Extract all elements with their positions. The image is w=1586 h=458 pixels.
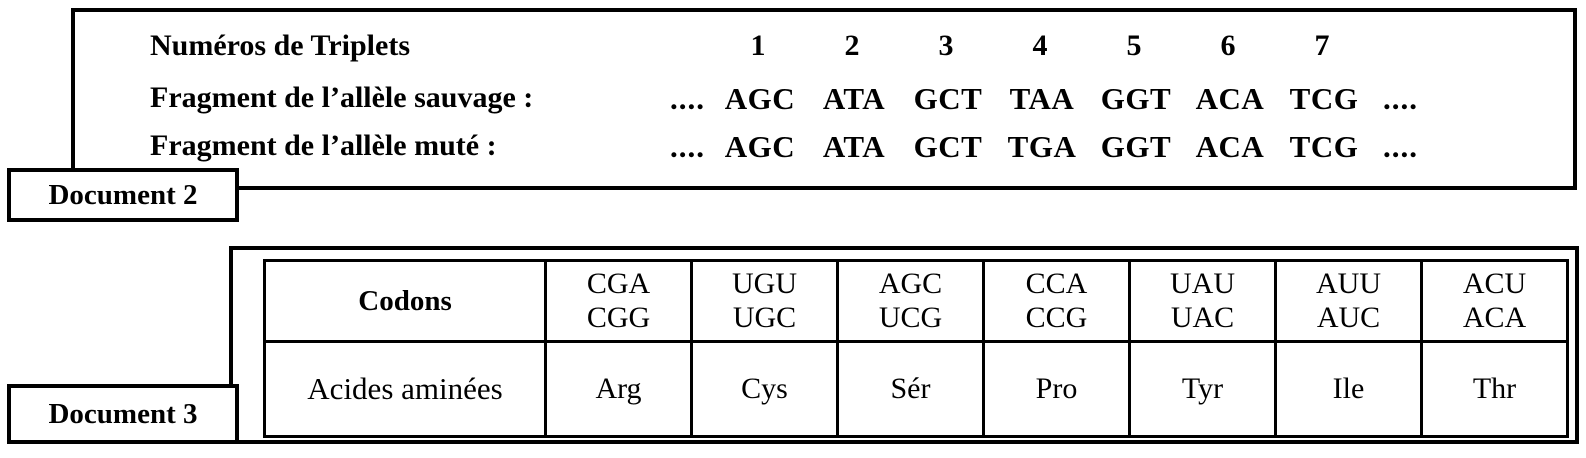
codon-1-line-2: CGG: [586, 301, 651, 334]
codon-2-line-2: UGC: [732, 301, 797, 334]
codon-4-line-2: CCG: [1025, 301, 1088, 334]
wild-allele-sequence: .... AGC ATA GCT TAA GGT ACA TCG ....: [670, 83, 1450, 114]
triplet-number-6: 6: [1220, 29, 1236, 62]
codon-cell-1: CGA CGG: [544, 259, 693, 343]
triplet-number-4: 4: [1032, 29, 1048, 62]
codon-5-line-2: UAC: [1170, 301, 1235, 334]
codon-7-line-2: ACA: [1462, 301, 1527, 334]
wild-codon-4: TAA: [1009, 80, 1075, 116]
mutant-allele-label: Fragment de l’allèle muté :: [150, 129, 497, 162]
triplet-number-1: 1: [750, 29, 766, 62]
wild-allele-label: Fragment de l’allèle sauvage :: [150, 81, 534, 114]
amino-acid-cell-4: Pro: [982, 340, 1131, 438]
triplet-numbers-label: Numéros de Triplets: [150, 29, 410, 62]
triplet-number-7: 7: [1314, 29, 1330, 62]
codon-amino-acid-table: Codons CGA CGG UGU UGC AGC UCG: [263, 259, 1569, 438]
row-header-amino-acids: Acides aminées: [263, 340, 547, 438]
triplet-numbers-sequence: 1 2 3 4 5 6 7: [670, 31, 1450, 61]
row-header-codons: Codons: [263, 259, 547, 343]
codon-cell-2: UGU UGC: [690, 259, 839, 343]
amino-acid-cell-7: Thr: [1420, 340, 1569, 438]
wild-codon-7: TCG: [1289, 80, 1359, 116]
wild-codon-3: GCT: [913, 80, 983, 116]
mutant-codon-5: GGT: [1100, 128, 1172, 164]
wild-codon-6: ACA: [1195, 80, 1265, 116]
document-2-frame: [71, 8, 1577, 190]
codon-6-line-2: AUC: [1316, 301, 1381, 334]
wild-codon-1: AGC: [724, 80, 796, 116]
mutant-codon-4: TGA: [1007, 128, 1077, 164]
table-row-codons: Codons CGA CGG UGU UGC AGC UCG: [263, 259, 1569, 343]
codon-4-line-1: CCA: [1025, 267, 1088, 301]
amino-acid-cell-2: Cys: [690, 340, 839, 438]
mutant-allele-trailing-ellipsis: ....: [1383, 128, 1418, 164]
mutant-codon-2: ATA: [822, 128, 886, 164]
document-2-label: Document 2: [7, 168, 239, 222]
mutant-allele-leading-ellipsis: ....: [670, 128, 705, 164]
amino-acid-cell-6: Ile: [1274, 340, 1423, 438]
wild-codon-5: GGT: [1100, 80, 1172, 116]
mutant-codon-7: TCG: [1289, 128, 1359, 164]
mutant-allele-row: Fragment de l’allèle muté : .... AGC ATA…: [150, 126, 1450, 166]
wild-allele-trailing-ellipsis: ....: [1383, 80, 1418, 116]
codon-cell-5: UAU UAC: [1128, 259, 1277, 343]
table-row-amino-acids: Acides aminées Arg Cys Sér Pro Tyr Ile T…: [263, 340, 1569, 438]
codon-3-line-2: UCG: [878, 301, 943, 334]
wild-codon-2: ATA: [822, 80, 886, 116]
amino-acid-cell-3: Sér: [836, 340, 985, 438]
mutant-codon-6: ACA: [1195, 128, 1265, 164]
codon-cell-6: AUU AUC: [1274, 259, 1423, 343]
document-2-content: Numéros de Triplets 1 2 3 4 5 6 7 Fragme…: [0, 0, 1586, 190]
codon-cell-7: ACU ACA: [1420, 259, 1569, 343]
document-3-label: Document 3: [7, 384, 239, 444]
wild-allele-leading-ellipsis: ....: [670, 80, 705, 116]
codon-2-line-1: UGU: [732, 267, 797, 301]
amino-acid-cell-1: Arg: [544, 340, 693, 438]
triplet-number-5: 5: [1126, 29, 1142, 62]
mutant-codon-3: GCT: [913, 128, 983, 164]
codon-cell-4: CCA CCG: [982, 259, 1131, 343]
codon-3-line-1: AGC: [878, 267, 943, 301]
wild-allele-row: Fragment de l’allèle sauvage : .... AGC …: [150, 78, 1450, 118]
codon-6-line-1: AUU: [1316, 267, 1381, 301]
codon-cell-3: AGC UCG: [836, 259, 985, 343]
codon-7-line-1: ACU: [1462, 267, 1527, 301]
mutant-allele-sequence: .... AGC ATA GCT TGA GGT ACA TCG ....: [670, 131, 1450, 162]
amino-acid-cell-5: Tyr: [1128, 340, 1277, 438]
triplet-number-2: 2: [844, 29, 860, 62]
mutant-codon-1: AGC: [724, 128, 796, 164]
triplet-number-3: 3: [938, 29, 954, 62]
triplet-numbers-row: Numéros de Triplets 1 2 3 4 5 6 7: [150, 26, 1450, 66]
codon-1-line-1: CGA: [586, 267, 651, 301]
codon-5-line-1: UAU: [1170, 267, 1235, 301]
